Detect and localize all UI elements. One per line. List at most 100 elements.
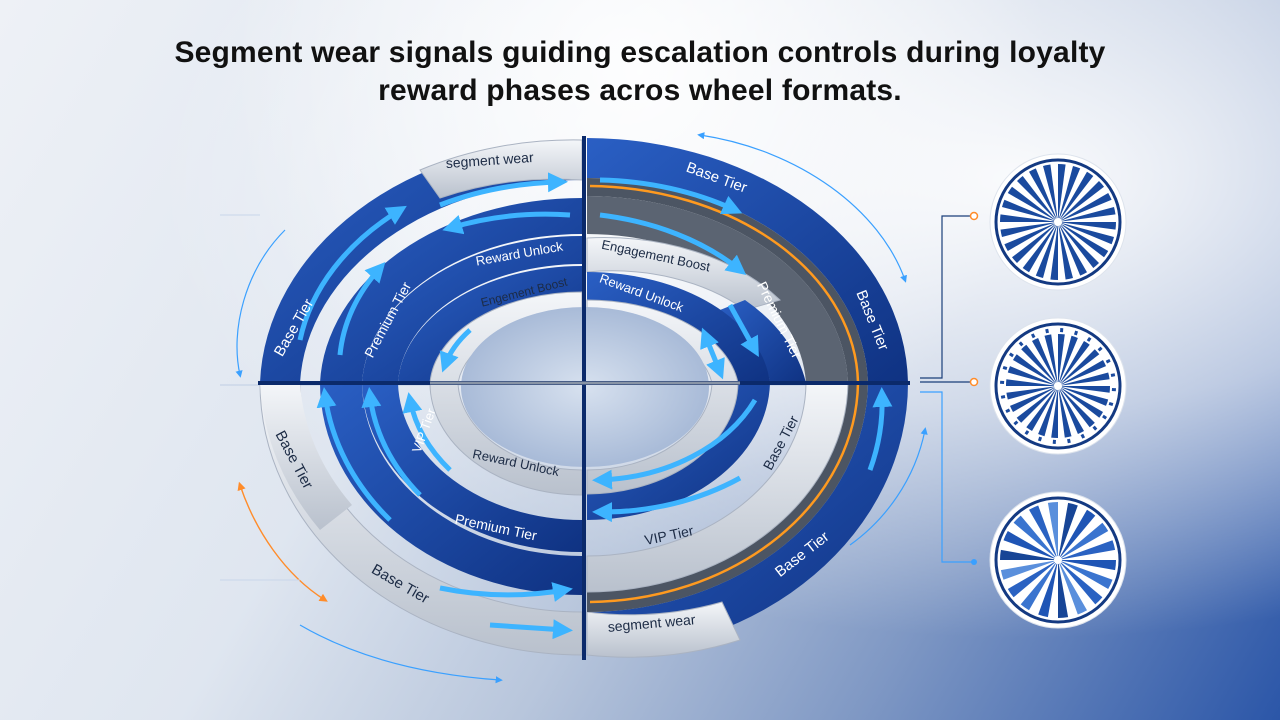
outer-flow-arc-top-right <box>697 132 907 283</box>
wheel-spoke <box>1035 222 1058 278</box>
flow-arrow-left-lower-middle <box>361 387 422 497</box>
wheel-segment-tick <box>1097 346 1103 352</box>
wheel-spoke <box>1058 166 1081 222</box>
wheel-spoke <box>1058 509 1096 560</box>
wheel-spoke <box>1058 560 1103 605</box>
wheel-segment-tick <box>1024 430 1030 436</box>
wheel-segment-tick <box>1005 408 1011 414</box>
wheel-spoke <box>1058 386 1084 434</box>
wheel-spoke <box>1058 560 1087 615</box>
wheel-segment-tick <box>1110 373 1116 377</box>
wheel-format-thin-spoke <box>989 153 1127 291</box>
wheel-segment-tick <box>1092 425 1098 431</box>
wheel-spoke <box>1058 222 1073 280</box>
wheel-spoke <box>1029 505 1058 560</box>
inner-ring-left-bottom <box>362 383 582 552</box>
wheel-spoke <box>1058 560 1116 571</box>
connector-bottom <box>920 391 972 563</box>
flow-arrow-left-core <box>439 328 472 373</box>
wheel-spoke <box>1058 560 1069 618</box>
wheel-spoke <box>1058 540 1116 560</box>
wheel-spoke <box>1058 341 1090 386</box>
wheel-spoke <box>1003 531 1058 560</box>
right-grey-band-bottom <box>587 383 868 612</box>
wheel-segment-tick <box>1108 401 1114 407</box>
wheel-segment-tick <box>1030 333 1036 339</box>
wheel-spoke <box>1000 214 1058 222</box>
outer-flow-arc-left <box>235 229 286 378</box>
wheel-segment-tick <box>1045 328 1049 334</box>
wheel-spoke <box>1050 222 1058 280</box>
wheel-spoke <box>1044 334 1058 386</box>
wheel-spoke <box>1058 360 1106 386</box>
flow-arrow-right-outer-top <box>599 177 743 215</box>
wheel-spoke <box>1021 344 1058 386</box>
outer-ring-segment-wear-bottom <box>586 601 741 658</box>
wheel-spoke <box>1058 335 1078 386</box>
label-outer-segment-wear-bottom: segment wear <box>607 611 696 635</box>
middle-ring-left-bottom <box>320 383 582 595</box>
wheel-segment-tick <box>1008 352 1014 358</box>
core-ring-left <box>398 265 582 383</box>
wheel-segment-tick <box>1080 433 1086 439</box>
flow-arrow-right-inner <box>700 327 725 380</box>
wheel-segment-tick <box>1013 420 1019 426</box>
outer-ring-right <box>587 138 908 383</box>
wheel-spoke <box>1013 515 1058 560</box>
wheel-spoke <box>1058 560 1113 589</box>
wheel-spoke <box>1058 386 1111 393</box>
wheel-hub <box>1054 556 1062 564</box>
wheel-spoke <box>1047 502 1058 560</box>
right-grey-band <box>587 178 868 383</box>
label-outer-segment-wear-top: segment wear <box>445 149 534 171</box>
wheel-spoke <box>1002 199 1058 222</box>
wheel-spoke <box>1058 386 1109 406</box>
inner-ring-left <box>362 235 582 383</box>
flow-arrow-top-middle <box>442 211 571 235</box>
flow-arrow-right-outer-lower <box>867 387 893 471</box>
flow-arrow-bottom-outer <box>439 582 573 602</box>
wheel-segment-tick <box>1002 365 1008 371</box>
flow-arrow-left-lower-outer <box>316 387 392 522</box>
middle-ring-right-bottom <box>586 382 849 593</box>
wheel-spoke <box>1017 176 1058 222</box>
flow-arrow-left-outer <box>297 205 407 341</box>
wheel-spoke <box>1058 386 1072 438</box>
wheel-spoke <box>1006 386 1058 400</box>
outer-flow-arc-bottom-left-orange <box>237 481 328 602</box>
flow-arrow-left-middle <box>337 262 386 356</box>
wheel-spoke <box>1058 349 1100 386</box>
wheel-spoke <box>1012 222 1058 263</box>
wheel-spoke <box>1000 222 1058 237</box>
wheel-spoke <box>1058 222 1109 258</box>
middle-ring-right-navy-top <box>586 237 781 311</box>
wheel-spoke <box>1058 222 1087 276</box>
wheel-spoke <box>1013 354 1058 386</box>
outer-flow-arc-bottom <box>299 624 503 684</box>
wheel-spoke <box>1058 164 1066 222</box>
page-title: Segment wear signals guiding escalation … <box>174 36 1106 107</box>
flow-arrow-right-bottom-middle <box>592 475 742 523</box>
wheel-format-segmented-spoke <box>989 317 1127 455</box>
outer-ring-segment-wear-top <box>419 139 583 199</box>
wheel-spoke <box>1058 333 1065 386</box>
connector-top <box>920 215 972 379</box>
wheel-format-wedge-shaded <box>989 491 1127 629</box>
wheel-hub <box>1054 382 1062 390</box>
wheel-spoke <box>1058 222 1116 230</box>
wheel-spoke <box>1058 386 1095 428</box>
outer-flow-arc-right <box>849 427 928 546</box>
wheel-spoke <box>1026 386 1058 431</box>
wheel-segment-tick <box>1086 336 1092 342</box>
wheel-spoke <box>1058 171 1094 222</box>
wheel-spoke <box>1022 222 1058 273</box>
wheel-spoke <box>1000 549 1058 560</box>
wheel-spoke <box>1005 379 1058 386</box>
outer-ring-left-bottom-navy <box>260 383 352 530</box>
flow-arrow-bottom-silver <box>489 619 573 640</box>
wheel-spoke <box>1058 207 1116 222</box>
wheel-segment-tick <box>1000 395 1006 399</box>
wheel-spoke <box>1043 164 1058 222</box>
wheel-segment-tick <box>1067 438 1071 444</box>
